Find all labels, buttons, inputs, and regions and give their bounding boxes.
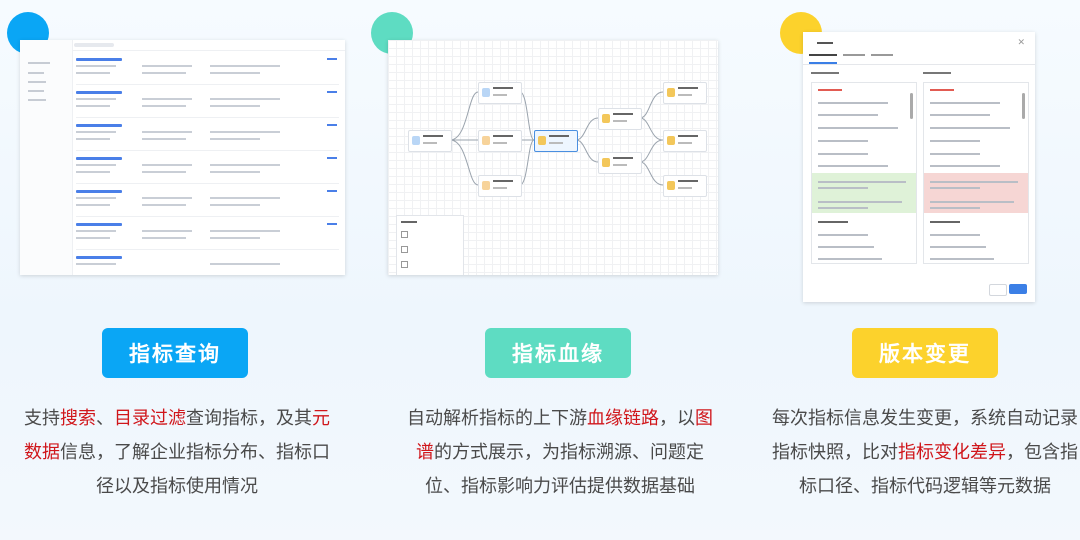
metric-query-badge: 指标查询 (102, 328, 248, 378)
lineage-node-selected[interactable] (534, 130, 578, 152)
graph-legend-panel (396, 215, 464, 275)
lineage-edges (449, 91, 664, 186)
feature-column-version-change: ✕ (720, 0, 1080, 540)
lineage-node[interactable] (663, 175, 707, 197)
close-icon[interactable]: ✕ (1017, 38, 1025, 48)
lineage-node[interactable] (663, 130, 707, 152)
cancel-button[interactable] (989, 284, 1007, 296)
lineage-node[interactable] (663, 82, 707, 104)
metric-lineage-badge: 指标血缘 (485, 328, 631, 378)
catalog-sidebar (20, 40, 73, 275)
lineage-graph-screenshot (388, 40, 718, 275)
tab-basic[interactable] (809, 54, 837, 56)
version-change-badge: 版本变更 (852, 328, 998, 378)
version-right-panel (923, 82, 1029, 264)
search-bar (72, 40, 345, 51)
version-change-description: 每次指标信息发生变更，系统自动记录指标快照，比对指标变化差异，包含指标口径、指标… (772, 408, 1078, 497)
metric-query-description: 支持搜索、目录过滤查询指标，及其元数据信息，了解企业指标分布、指标口径以及指标使… (24, 408, 330, 497)
feature-column-metric-query: 指标查询 支持搜索、目录过滤查询指标，及其元数据信息，了解企业指标分布、指标口径… (0, 0, 360, 540)
metric-lineage-description: 自动解析指标的上下游血缘链路，以图谱的方式展示，为指标溯源、问题定位、指标影响力… (407, 408, 713, 497)
tab-lineage[interactable] (843, 54, 865, 56)
version-left-panel (811, 82, 917, 264)
tab-sql[interactable] (871, 54, 893, 56)
lineage-node[interactable] (598, 152, 642, 174)
lineage-node[interactable] (598, 108, 642, 130)
lineage-node[interactable] (478, 82, 522, 104)
feature-column-metric-lineage: 指标血缘 自动解析指标的上下游血缘链路，以图谱的方式展示，为指标溯源、问题定位、… (360, 0, 720, 540)
metric-list-screenshot (20, 40, 345, 275)
lineage-node[interactable] (478, 175, 522, 197)
version-diff-dialog-screenshot: ✕ (803, 32, 1035, 302)
lineage-node[interactable] (478, 130, 522, 152)
confirm-button[interactable] (1009, 284, 1027, 294)
lineage-node[interactable] (408, 130, 452, 152)
